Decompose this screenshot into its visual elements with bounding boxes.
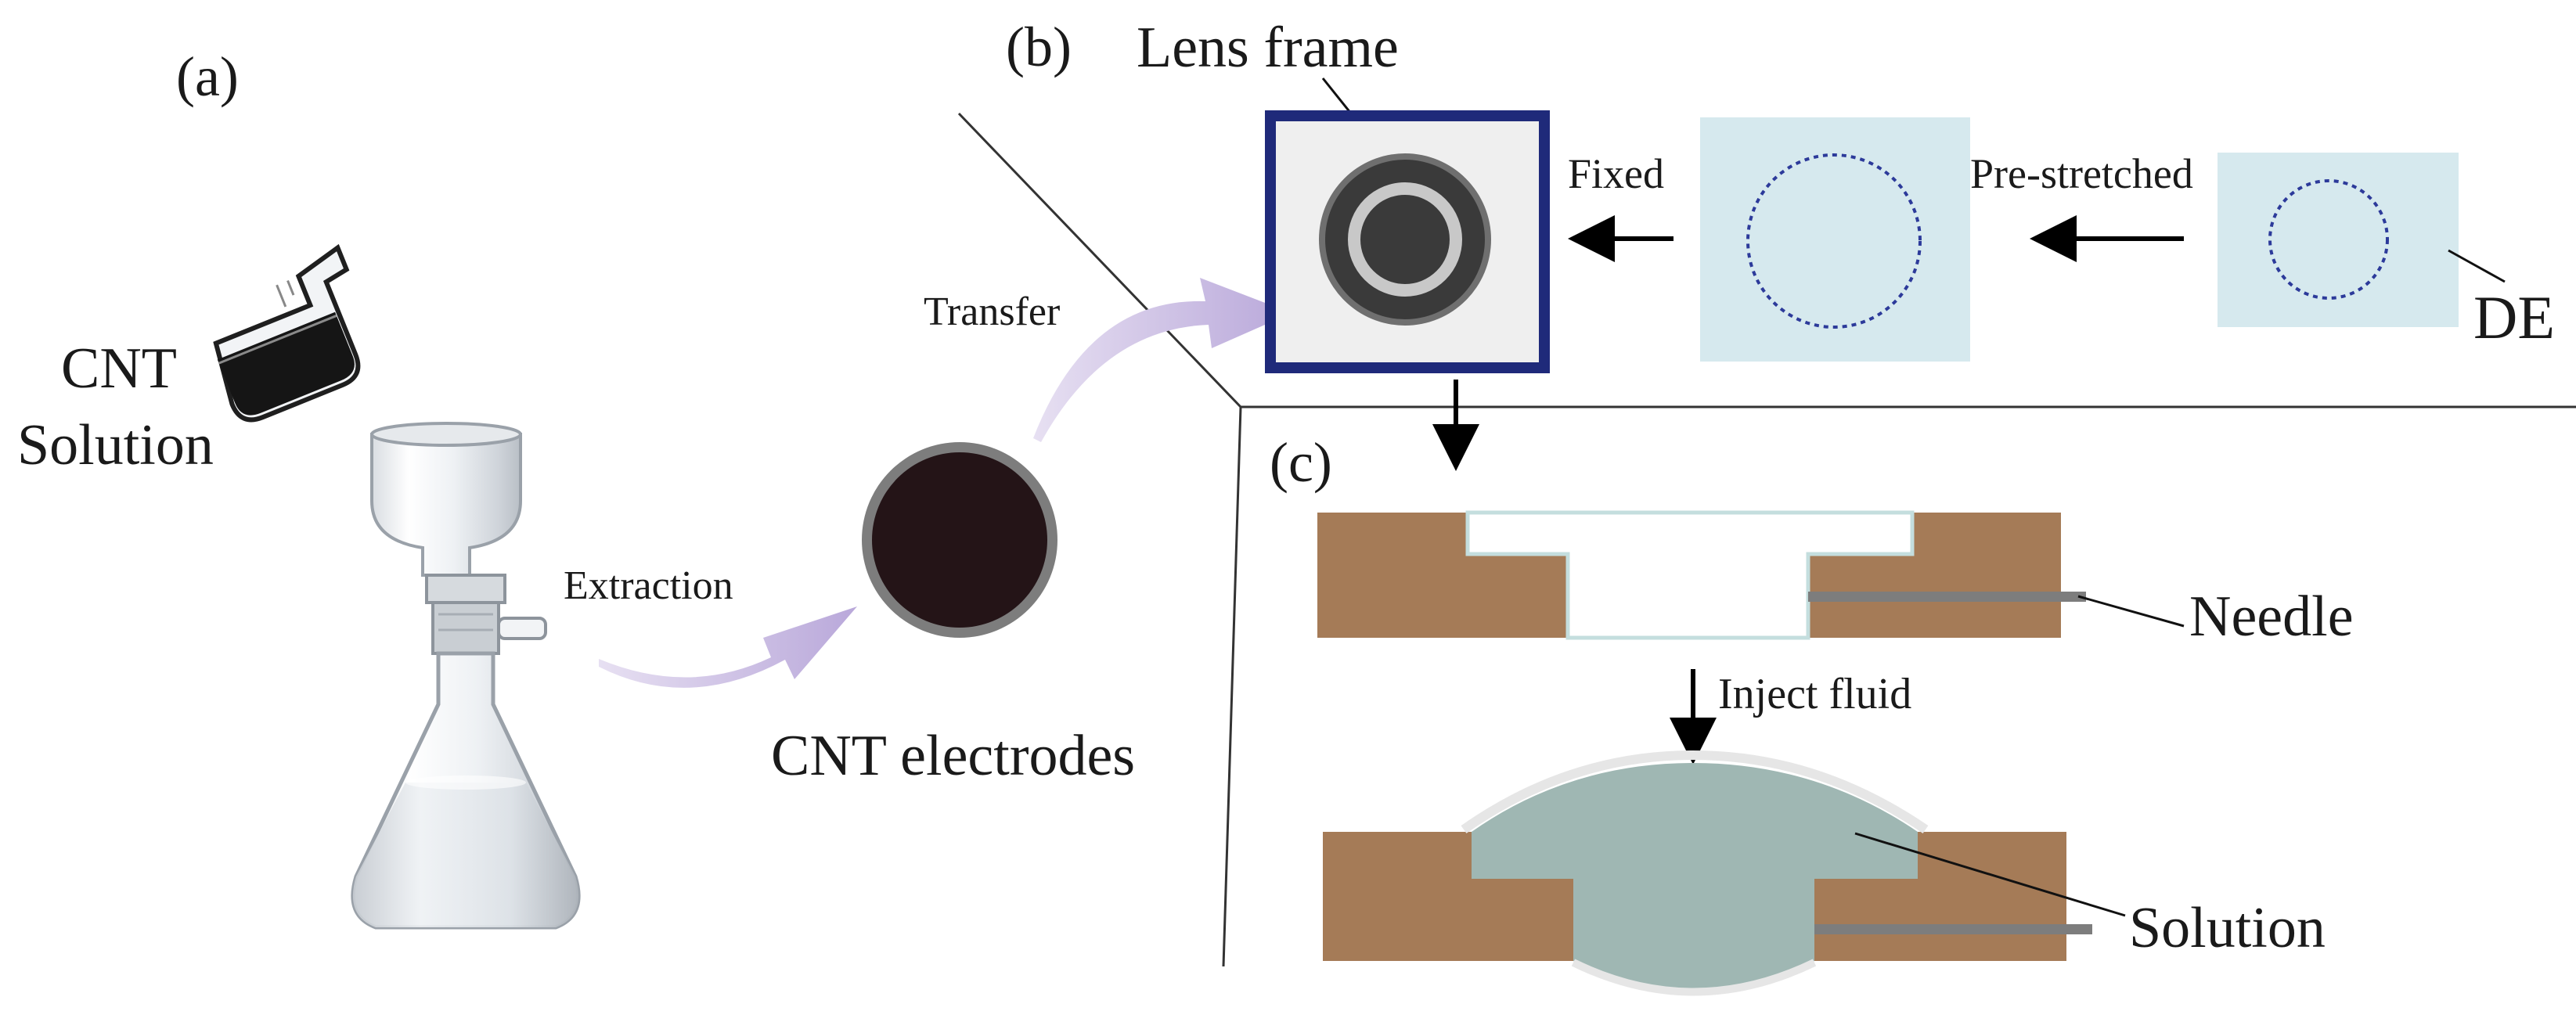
de-leader (2448, 249, 2506, 283)
extraction-arrow (599, 606, 857, 688)
fixed-label: Fixed (1568, 150, 1664, 197)
divider-diagonal (957, 112, 1242, 408)
needle-top (1808, 592, 2086, 602)
pre-stretched-label: Pre-stretched (1970, 150, 2193, 197)
cnt-solution-label-line1: CNT (61, 336, 177, 401)
panel-label-c: (c) (1270, 431, 1332, 494)
lens-cross-section-filled (1323, 750, 2092, 996)
de-label: DE (2473, 283, 2555, 351)
panel-label-a: (a) (176, 45, 239, 108)
flask-icon (351, 422, 581, 930)
solution-leader (1854, 832, 2126, 917)
divider-vertical (1222, 406, 1242, 967)
cnt-electrodes-label: CNT electrodes (771, 724, 1135, 788)
needle-leader (2077, 595, 2185, 628)
panel-dividers (957, 112, 2576, 967)
cnt-electrode-disc (862, 442, 1057, 638)
inject-fluid-label: Inject fluid (1718, 670, 1911, 718)
extraction-label: Extraction (564, 563, 733, 608)
panel-label-b: (b) (1006, 16, 1072, 78)
pre-stretched-membrane (1700, 117, 1970, 362)
lens-frame-label: Lens frame (1137, 16, 1399, 80)
lens-frame (1265, 110, 1550, 373)
needle-bottom (1814, 924, 2092, 934)
solution-label: Solution (2129, 896, 2326, 960)
transfer-arrow (1033, 278, 1292, 442)
needle-label: Needle (2189, 585, 2354, 649)
beaker-icon (213, 243, 361, 423)
lens-cross-section-empty (1317, 510, 2086, 640)
de-membrane (2218, 153, 2459, 327)
cnt-solution-label-line2: Solution (17, 413, 214, 477)
transfer-label: Transfer (924, 290, 1060, 334)
